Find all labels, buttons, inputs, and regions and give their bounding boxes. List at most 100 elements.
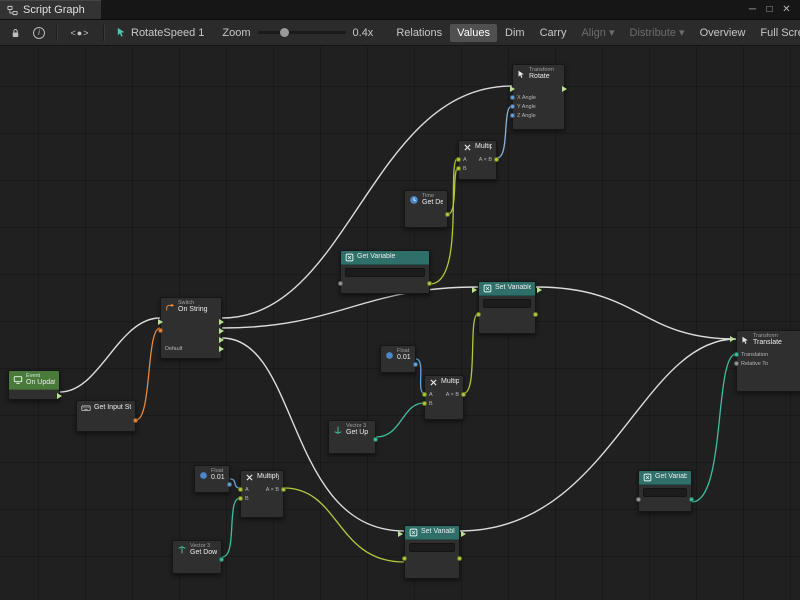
variable-name-field[interactable] [643, 488, 687, 497]
case-out-port[interactable] [219, 336, 224, 343]
wire-multiply-mid-to-setvariable-mid[interactable] [463, 313, 479, 394]
maximize-button[interactable]: □ [766, 3, 773, 15]
name-in-port[interactable] [636, 497, 641, 502]
node-float-bottom[interactable]: Float 0.01 [194, 465, 232, 493]
flow-in-port[interactable] [398, 531, 403, 537]
float-value[interactable]: 0.01 [211, 474, 225, 482]
wire-switch-to-setvariable-mid[interactable] [221, 286, 479, 329]
a-in-port[interactable] [422, 392, 427, 397]
node-switch-on-string[interactable]: Switch On String Default [158, 297, 224, 359]
flow-in-port[interactable] [158, 318, 163, 325]
wire-getvariable-right-to-translate[interactable] [691, 353, 737, 503]
b-in-port[interactable] [238, 496, 243, 501]
value-out-port[interactable] [689, 497, 694, 502]
wire-setvariable-mid-to-translate[interactable] [535, 286, 737, 340]
flow-in-port[interactable] [730, 336, 735, 342]
flow-out-port[interactable] [461, 531, 466, 537]
focus-selection-button[interactable]: <●> [63, 23, 97, 43]
case-out-port[interactable] [219, 318, 224, 325]
value-out-port[interactable] [427, 281, 432, 286]
variable-name-field[interactable] [409, 543, 455, 552]
vector-out-port[interactable] [219, 557, 224, 563]
b-in-port[interactable] [456, 166, 461, 171]
close-button[interactable]: ✕ [782, 3, 791, 15]
zoom-slider[interactable] [257, 28, 346, 37]
x-angle-in-port[interactable] [510, 95, 515, 101]
flow-out-port[interactable] [57, 392, 62, 399]
lock-button[interactable] [4, 23, 26, 43]
node-rotate[interactable]: Transform Rotate X Angle Y Angle Z Angle [510, 64, 567, 130]
node-set-variable-bottom[interactable]: Set Variable [398, 525, 466, 579]
minimize-button[interactable]: ─ [748, 3, 757, 15]
b-in-port[interactable] [422, 401, 427, 406]
node-header: Get Variable [639, 471, 691, 485]
fullscreen-button[interactable]: Full Screen [760, 26, 800, 39]
wire-getup-to-multiply-mid[interactable] [375, 402, 425, 438]
flow-out-port[interactable] [562, 85, 567, 92]
result-out-port[interactable] [461, 392, 466, 397]
value-in-port[interactable] [402, 556, 407, 561]
overview-button[interactable]: Overview [699, 26, 746, 39]
dim-button[interactable]: Dim [505, 26, 525, 39]
float-value[interactable]: 0.01 [397, 354, 411, 362]
node-multiply-top[interactable]: Multiply AA × B B [456, 140, 499, 180]
flow-in-port[interactable] [510, 85, 515, 92]
wire-multiply-low-to-setvariable-bottom[interactable] [283, 487, 405, 563]
node-vector3-get-down[interactable]: Vector 3 Get Down [172, 540, 224, 574]
node-float-top[interactable]: Float 0.01 [380, 345, 418, 373]
info-button[interactable]: i [28, 23, 50, 43]
value-out-port[interactable] [457, 556, 462, 561]
carry-button[interactable]: Carry [539, 26, 567, 39]
wire-multiply-top-to-rotate[interactable] [496, 105, 513, 159]
result-out-port[interactable] [281, 487, 286, 492]
distribute-button[interactable]: Distribute ▾ [623, 23, 692, 42]
a-in-port[interactable] [456, 157, 461, 162]
default-out-port[interactable] [219, 345, 224, 352]
vector-out-port[interactable] [373, 437, 378, 443]
wire-onupdate-to-switch[interactable] [59, 317, 161, 393]
value-out-port[interactable] [413, 362, 418, 368]
wire-getvariable-to-multiply-top[interactable] [429, 157, 459, 285]
node-translate[interactable]: Transform Translate Translation Relative… [730, 330, 800, 392]
node-get-input-string[interactable]: Get Input String [76, 400, 138, 432]
flow-in-port[interactable] [472, 287, 477, 293]
relative-to-in-port[interactable] [734, 361, 739, 367]
wire-getinput-to-switch[interactable] [135, 327, 161, 421]
graph-breadcrumb[interactable]: RotateSpeed 1 [110, 27, 210, 39]
value-in-port[interactable] [476, 312, 481, 317]
value-out-port[interactable] [445, 212, 450, 218]
align-button[interactable]: Align ▾ [574, 23, 621, 42]
node-multiply-mid[interactable]: Multiply AA × B B [422, 375, 466, 420]
node-get-delta-time[interactable]: Time Get Delta Time [404, 190, 450, 228]
wire-setvariable-bottom-to-translate[interactable] [459, 338, 737, 532]
name-in-port[interactable] [338, 281, 343, 286]
wire-getdown-to-multiply-low[interactable] [221, 497, 241, 558]
values-button[interactable]: Values [450, 23, 497, 42]
case-out-port[interactable] [219, 327, 224, 334]
flow-out-port[interactable] [537, 287, 542, 293]
value-out-port[interactable] [227, 482, 232, 488]
y-angle-in-port[interactable] [510, 104, 515, 110]
translation-in-port[interactable] [734, 352, 739, 358]
result-out-port[interactable] [494, 157, 499, 162]
tab-script-graph[interactable]: Script Graph [0, 0, 101, 19]
node-on-update[interactable]: Event On Update [8, 370, 62, 400]
a-in-port[interactable] [238, 487, 243, 492]
node-title: Multiply [441, 378, 459, 386]
string-out-port[interactable] [133, 418, 138, 423]
node-get-variable-right[interactable]: Get Variable [636, 470, 694, 512]
variable-name-field[interactable] [483, 299, 531, 308]
relations-button[interactable]: Relations [396, 26, 443, 39]
graph-canvas[interactable]: Event On Update Get Input String [0, 46, 800, 600]
selector-in-port[interactable] [158, 328, 163, 334]
wire-switch-to-setvariable-bottom[interactable] [221, 337, 405, 532]
value-out-port[interactable] [533, 312, 538, 317]
variable-name-field[interactable] [345, 268, 425, 277]
node-vector3-get-up[interactable]: Vector 3 Get Up [328, 420, 378, 454]
z-angle-in-port[interactable] [510, 113, 515, 119]
zoom-slider-handle[interactable] [280, 28, 290, 37]
node-get-variable-top[interactable]: Get Variable [338, 250, 432, 294]
wire-switch-to-rotate[interactable] [221, 85, 513, 319]
node-set-variable-mid[interactable]: Set Variable [472, 281, 542, 334]
